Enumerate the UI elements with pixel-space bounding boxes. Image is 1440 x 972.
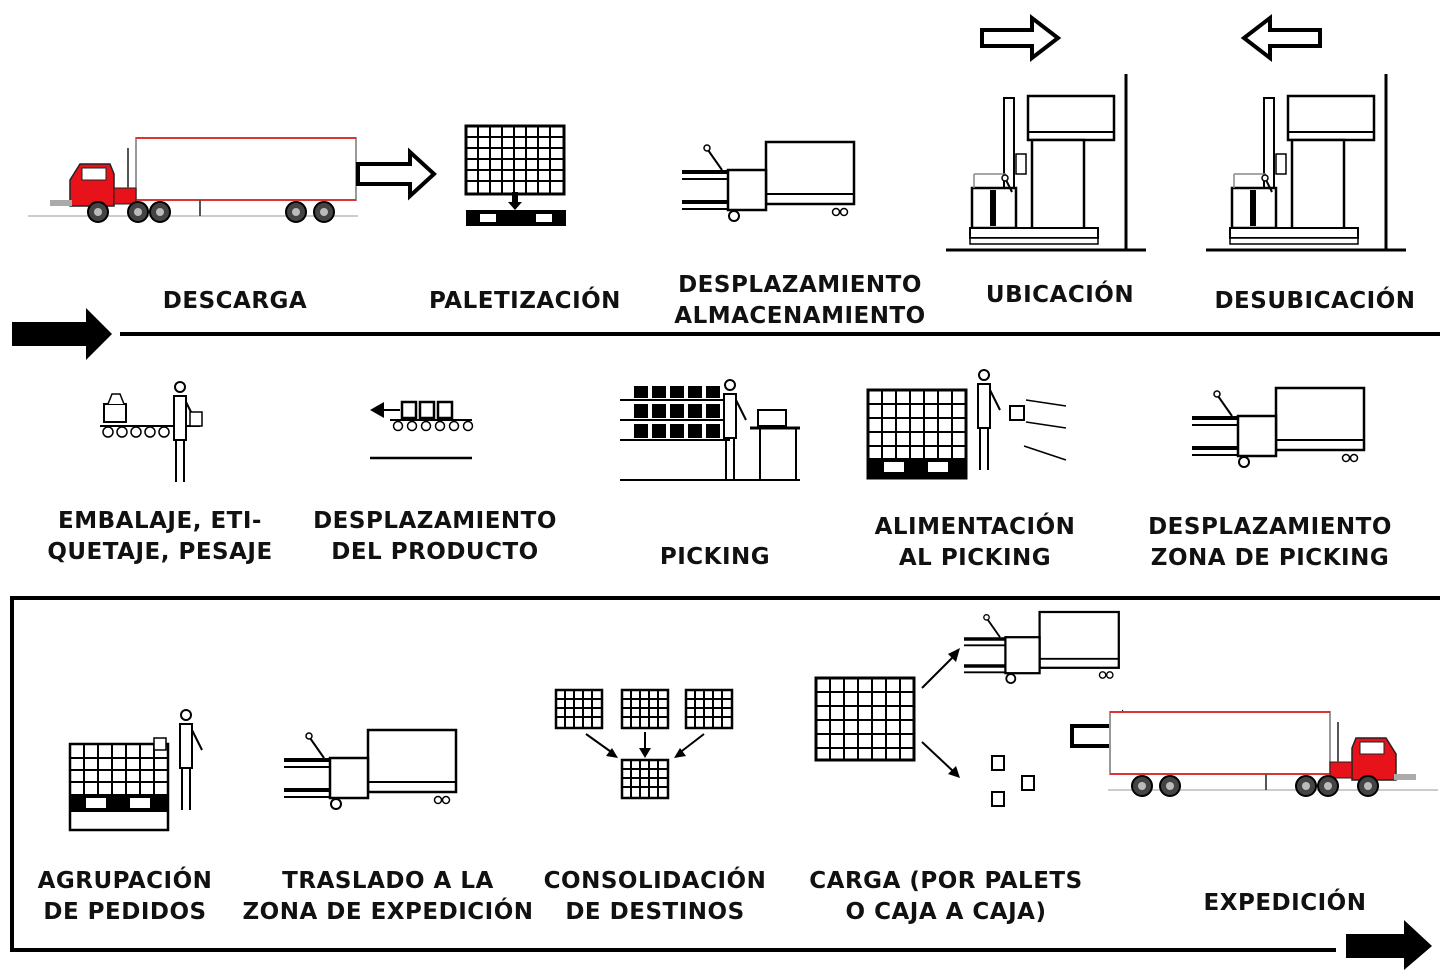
consolidation-icon	[554, 688, 734, 800]
step-label-desplazamiento-almacenamiento: DESPLAZAMIENTO ALMACENAMIENTO	[660, 270, 940, 332]
reach-truck-icon	[1204, 72, 1408, 252]
order-grouping-icon	[68, 709, 203, 832]
label-line: ZONA DE PICKING	[1150, 545, 1390, 571]
reach-truck-icon	[944, 72, 1148, 252]
step-label-consolidacion: CONSOLIDACIÓN DE DESTINOS	[530, 866, 780, 928]
label-line: O CAJA A CAJA)	[845, 899, 1047, 925]
label-line: PICKING	[659, 544, 771, 570]
label-line: CONSOLIDACIÓN	[543, 868, 767, 894]
conveyor-icon	[370, 400, 474, 460]
label-line: DESUBICACIÓN	[1214, 288, 1416, 314]
flow-arrow-start	[12, 308, 112, 360]
step-label-traslado: TRASLADO A LA ZONA DE EXPEDICIÓN	[230, 866, 546, 928]
label-line: ZONA DE EXPEDICIÓN	[242, 899, 534, 925]
truck-icon	[1107, 711, 1439, 797]
step-label-ubicacion: UBICACIÓN	[960, 280, 1160, 311]
label-line: DESPLAZAMIENTO	[313, 508, 557, 534]
label-line: ALIMENTACIÓN	[874, 514, 1076, 540]
packing-station-icon	[100, 381, 203, 483]
label-line: TRASLADO A LA	[282, 868, 494, 894]
label-line: UBICACIÓN	[985, 282, 1135, 308]
step-label-expedicion: EXPEDICIÓN	[1180, 888, 1390, 919]
label-line: QUETAJE, PESAJE	[47, 539, 273, 565]
step-label-paletizacion: PALETIZACIÓN	[410, 286, 640, 317]
label-line: EXPEDICIÓN	[1203, 890, 1367, 916]
right-arrow-icon	[980, 13, 1062, 63]
label-line: ALMACENAMIENTO	[674, 303, 926, 329]
label-line: CARGA (POR PALETS	[809, 868, 1083, 894]
label-line: DESPLAZAMIENTO	[678, 272, 922, 298]
forklift-icon	[680, 140, 856, 223]
forklift-icon	[1190, 386, 1366, 469]
flow-arrow-end	[1346, 920, 1432, 970]
feeding-icon	[866, 369, 1067, 480]
label-line: DESCARGA	[162, 288, 308, 314]
left-arrow-icon	[1240, 13, 1322, 63]
forklift-icon	[282, 728, 458, 811]
step-label-descarga: DESCARGA	[140, 286, 330, 317]
label-line: DE DESTINOS	[565, 899, 745, 925]
label-line: DE PEDIDOS	[43, 899, 207, 925]
label-line: DEL PRODUCTO	[331, 539, 539, 565]
pallet-icon	[464, 124, 566, 226]
loading-icon	[814, 610, 1121, 807]
step-label-desubicacion: DESUBICACIÓN	[1200, 286, 1430, 317]
label-line: AL PICKING	[898, 545, 1052, 571]
step-label-alimentacion: ALIMENTACIÓN AL PICKING	[850, 512, 1100, 574]
step-label-agrupacion: AGRUPACIÓN DE PEDIDOS	[20, 866, 230, 928]
step-label-embalaje: EMBALAJE, ETI- QUETAJE, PESAJE	[40, 506, 280, 568]
label-line: PALETIZACIÓN	[429, 288, 621, 314]
hollow-arrow-icon	[356, 150, 436, 198]
label-line: EMBALAJE, ETI-	[58, 508, 262, 534]
label-line: AGRUPACIÓN	[37, 868, 213, 894]
step-label-desplazamiento-producto: DESPLAZAMIENTO DEL PRODUCTO	[300, 506, 570, 568]
label-line: DESPLAZAMIENTO	[1148, 514, 1392, 540]
truck-icon	[27, 137, 359, 223]
step-label-carga: CARGA (POR PALETS O CAJA A CAJA)	[796, 866, 1096, 928]
step-label-desplazamiento-zona-picking: DESPLAZAMIENTO ZONA DE PICKING	[1130, 512, 1410, 574]
picking-icon	[620, 379, 800, 481]
step-label-picking: PICKING	[620, 542, 810, 573]
